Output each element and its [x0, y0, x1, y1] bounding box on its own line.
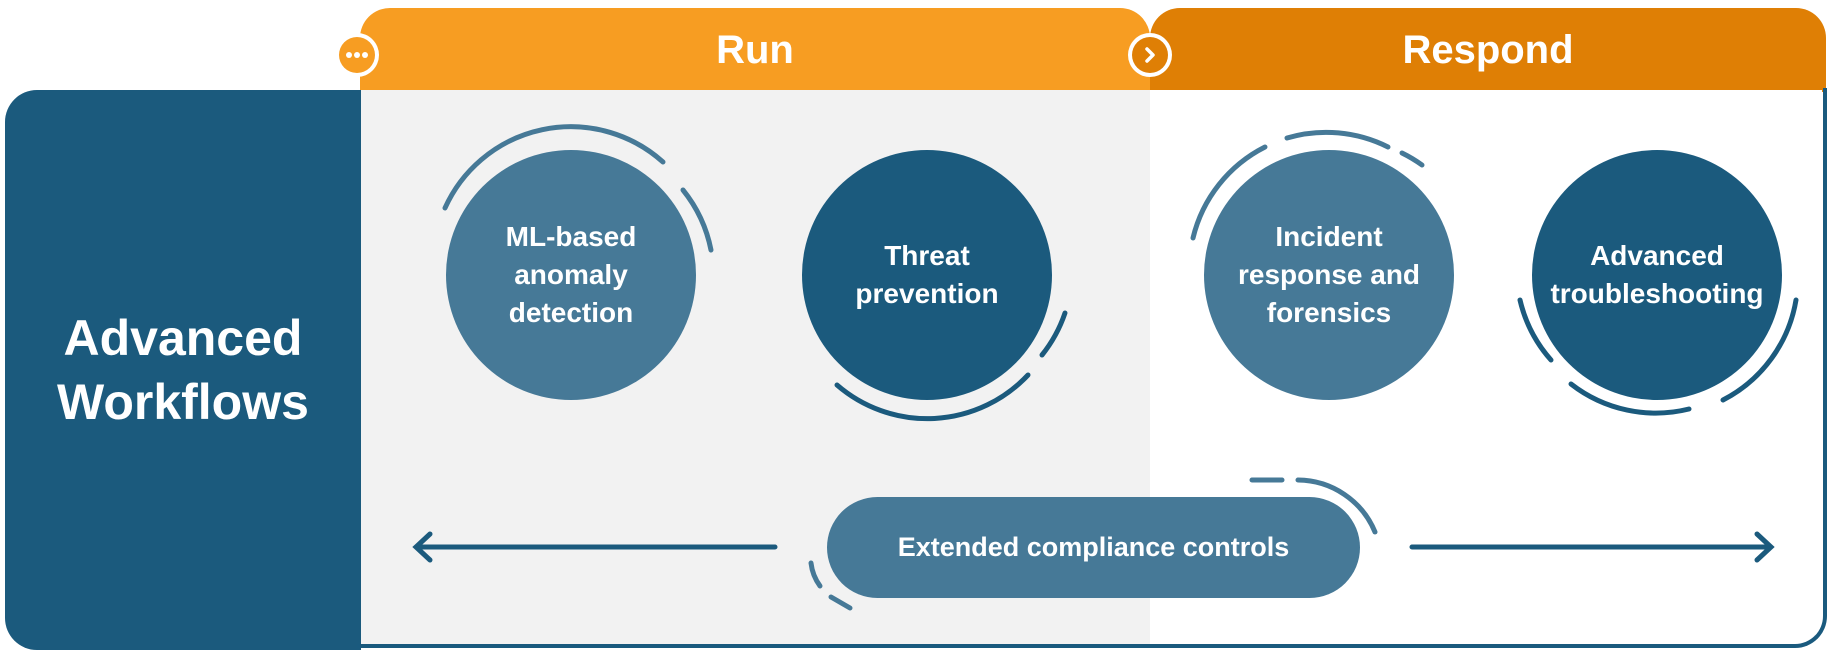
- extended-compliance-controls-pill: Extended compliance controls: [827, 497, 1360, 598]
- incident-line3: forensics: [1266, 297, 1392, 328]
- pill-arc-bottom-dash: [828, 594, 853, 611]
- ml-anomaly-detection-circle: ML-based anomaly detection: [446, 150, 696, 400]
- pill-arc-top: [1295, 477, 1378, 535]
- threat-prevention-circle: Threat prevention: [802, 150, 1052, 400]
- respond-badge: [1128, 33, 1172, 77]
- run-tab-label: Run: [716, 27, 794, 72]
- chevron-right-icon: [1132, 37, 1168, 73]
- ml-line2: anomaly: [514, 259, 628, 290]
- troubleshoot-arc-left: [1517, 297, 1554, 363]
- threat-arc-bottom: [834, 372, 1031, 422]
- troubleshoot-arc-bottom: [1568, 381, 1692, 416]
- incident-response-circle: Incident response and forensics: [1204, 150, 1454, 400]
- incident-line2: response and: [1237, 259, 1421, 290]
- run-tab: Run: [360, 8, 1150, 92]
- threat-line2: prevention: [855, 278, 999, 309]
- advanced-workflows-sidebar: Advanced Workflows: [5, 90, 361, 650]
- threat-arc-right: [1039, 310, 1068, 358]
- ml-arc-top: [442, 124, 666, 211]
- ml-line3: detection: [508, 297, 634, 328]
- respond-tab-label: Respond: [1402, 27, 1574, 72]
- threat-line1: Threat: [884, 240, 970, 271]
- troubleshoot-line1: Advanced: [1590, 240, 1724, 271]
- incident-arc-top: [1284, 129, 1391, 150]
- arrow-left-icon: [412, 531, 778, 563]
- incident-arc-dash: [1399, 150, 1425, 168]
- arrow-right-icon: [1409, 531, 1775, 563]
- troubleshoot-arc-right: [1720, 297, 1799, 403]
- incident-arc-left: [1190, 144, 1268, 241]
- incident-line1: Incident: [1275, 221, 1383, 252]
- sidebar-title-line1: Advanced: [63, 310, 303, 366]
- sidebar-title: Advanced Workflows: [57, 306, 309, 434]
- run-badge: [335, 33, 379, 77]
- advanced-troubleshooting-circle: Advanced troubleshooting: [1532, 150, 1782, 400]
- ml-arc-right: [680, 187, 714, 253]
- ellipsis-icon: [339, 37, 375, 73]
- troubleshoot-line2: troubleshooting: [1550, 278, 1764, 309]
- respond-tab: Respond: [1150, 8, 1826, 92]
- sidebar-title-line2: Workflows: [57, 374, 309, 430]
- ml-line1: ML-based: [505, 221, 637, 252]
- compliance-label: Extended compliance controls: [897, 532, 1290, 562]
- pill-arc-bottom: [808, 560, 823, 589]
